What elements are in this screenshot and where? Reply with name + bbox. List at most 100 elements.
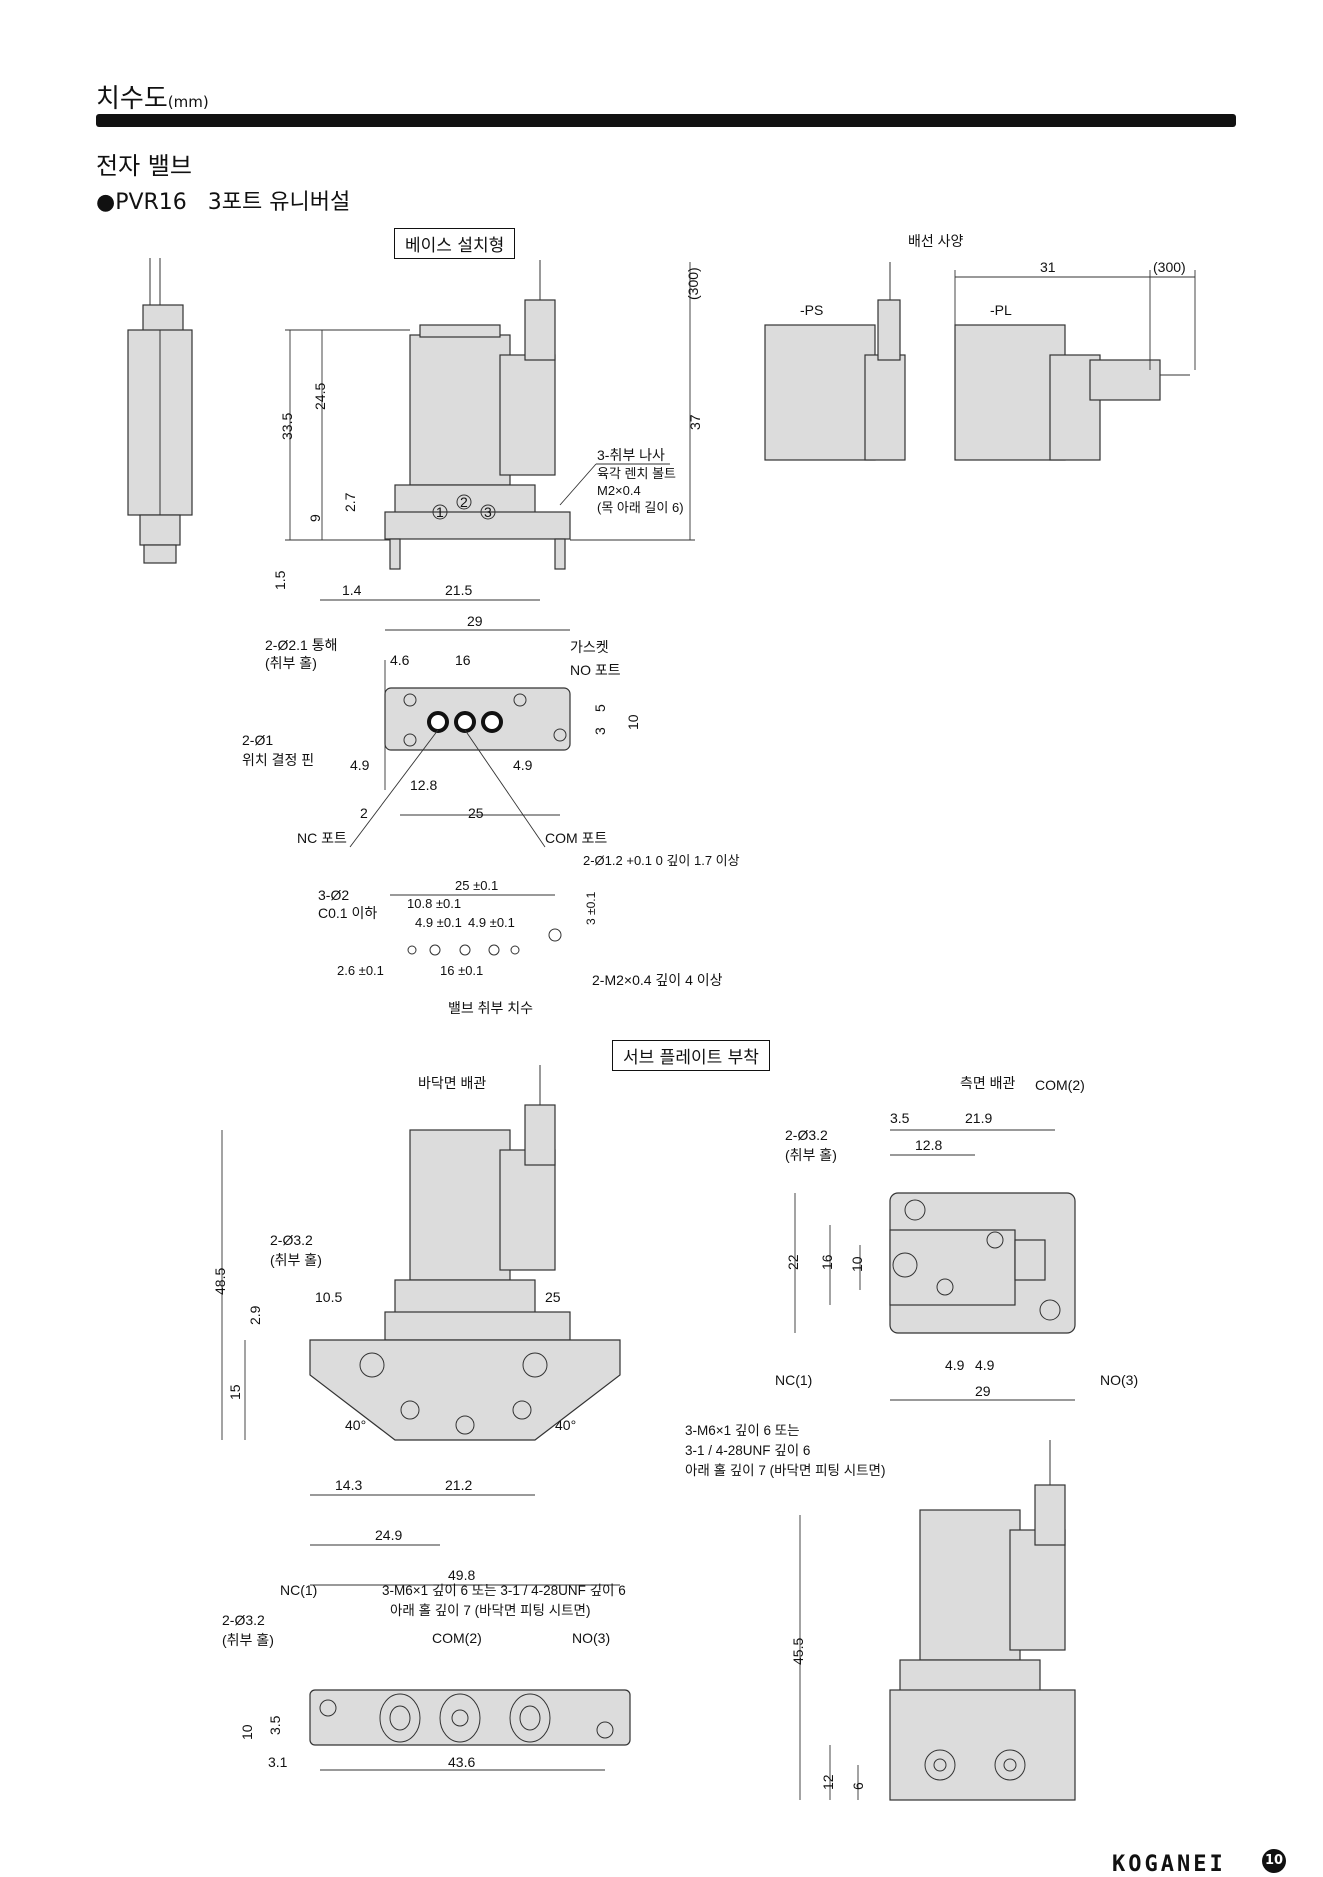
side-phi32-desc: (취부 홀) [785, 1147, 837, 1163]
side-piping-front-view [799, 1440, 1076, 1801]
mounting-screw-desc2: M2×0.4 [597, 483, 641, 498]
dim-4-9-left: 4.9 [350, 757, 370, 773]
plan-no3-label: NO(3) [572, 1630, 610, 1646]
bottom-phi32-desc: (취부 홀) [270, 1252, 322, 1268]
side-phi32-label: 2-Ø3.2 [785, 1127, 828, 1143]
base-mount-front-view: 1 2 3 [285, 260, 695, 631]
tol-4-9-a: 4.9 ±0.1 [415, 915, 462, 930]
side-piping-label: 측면 배관 [960, 1075, 1016, 1091]
plan-dim-3-1: 3.1 [268, 1754, 288, 1770]
c01-label: C0.1 이하 [318, 905, 377, 921]
pin-desc: 위치 결정 핀 [242, 752, 314, 768]
side-m6-b: 3-1 / 4-28UNF 깊이 6 [685, 1443, 810, 1458]
dim-22: 22 [785, 1254, 801, 1270]
angle-40-left: 40° [345, 1417, 366, 1433]
tol-16: 16 ±0.1 [440, 963, 483, 978]
bottom-phi32-label: 2-Ø3.2 [270, 1232, 313, 1248]
dim-4-9-side-a: 4.9 [945, 1357, 965, 1373]
plan-m6-line2: 아래 홀 깊이 7 (바닥면 피팅 시트면) [390, 1603, 590, 1618]
base-top-view [384, 660, 571, 816]
valve-mount-dims-drawing [390, 894, 562, 956]
port-2-label: 2 [460, 494, 468, 510]
dim-12: 12 [820, 1774, 836, 1790]
title-unit: (mm) [167, 93, 209, 111]
bottom-piping-label: 바닥면 배관 [418, 1075, 486, 1091]
side-piping-top-view [794, 1129, 1076, 1401]
plan-phi32-desc: (취부 홀) [222, 1632, 274, 1648]
page-number: 10 [1262, 1849, 1286, 1873]
side-view-drawing [127, 258, 193, 564]
through-hole-label: 2-Ø2.1 통해 [265, 637, 337, 653]
dim-10-top: 10 [625, 714, 641, 730]
dim-25-top: 25 [468, 805, 484, 821]
model-name: ●PVR16 [96, 190, 187, 215]
tol-3: 3 ±0.1 [584, 891, 598, 925]
dim-3-5-side: 3.5 [890, 1110, 910, 1126]
title-text: 치수도 [96, 84, 168, 114]
dim-48-5: 48.5 [212, 1268, 228, 1295]
dim-37: 37 [687, 414, 703, 430]
dim-6: 6 [850, 1782, 866, 1790]
dim-31: 31 [1040, 259, 1056, 275]
dim-45-5: 45.5 [790, 1638, 806, 1665]
dim-300-top: (300) [685, 267, 701, 300]
dim-25-sub: 25 [545, 1289, 561, 1305]
three-phi2-label: 3-Ø2 [318, 887, 349, 903]
dim-4-9-right: 4.9 [513, 757, 533, 773]
dim-29: 29 [467, 613, 483, 629]
dim-1-4: 1.4 [342, 582, 362, 598]
m2-depth-label: 2-M2×0.4 깊이 4 이상 [592, 972, 723, 988]
dim-3: 3 [592, 727, 608, 735]
plan-phi32-label: 2-Ø3.2 [222, 1612, 265, 1628]
mounting-screw-label: 3-취부 나사 [597, 447, 665, 463]
pin-label: 2-Ø1 [242, 732, 273, 748]
dim-24-9: 24.9 [375, 1527, 402, 1543]
dim-10-5: 10.5 [315, 1289, 342, 1305]
dim-33-5: 33.5 [279, 413, 295, 440]
mounting-screw-desc3: (목 아래 길이 6) [597, 500, 684, 515]
nc-port-label: NC 포트 [297, 830, 347, 846]
port-3-label: 3 [484, 504, 492, 520]
dim-10-side: 10 [849, 1256, 865, 1272]
tol-10-8: 10.8 ±0.1 [407, 896, 461, 911]
dim-5: 5 [592, 704, 608, 712]
dim-4-6: 4.6 [390, 652, 410, 668]
dim-2-7: 2.7 [342, 492, 358, 512]
side-nc1-label: NC(1) [775, 1372, 812, 1388]
side-com2-label: COM(2) [1035, 1077, 1085, 1093]
dim-4-9-side-b: 4.9 [975, 1357, 995, 1373]
title-divider-bar [96, 114, 1236, 127]
dim-300-right: (300) [1153, 259, 1186, 275]
tol-25: 25 ±0.1 [455, 878, 498, 893]
side-m6-a: 3-M6×1 깊이 6 또는 [685, 1423, 800, 1438]
tol-2-6: 2.6 ±0.1 [337, 963, 384, 978]
dim-12-8-top: 12.8 [410, 777, 437, 793]
dim-9: 9 [307, 514, 323, 522]
section-heading: 전자 밸브 [96, 152, 192, 180]
mounting-screw-desc1: 육각 렌치 볼트 [597, 466, 676, 481]
page-title: 치수도(mm) [96, 78, 209, 115]
dim-12-8-side: 12.8 [915, 1137, 942, 1153]
dim-16-top: 16 [455, 652, 471, 668]
dim-24-5: 24.5 [312, 383, 328, 410]
model-heading: ●PVR16 3포트 유니버설 [96, 184, 350, 216]
dim-21-2: 21.2 [445, 1477, 472, 1493]
hole-depth-label: 2-Ø1.2 +0.1 0 깊이 1.7 이상 [583, 853, 740, 868]
subplate-plan-view [309, 1689, 631, 1771]
plan-dim-10: 10 [239, 1724, 255, 1740]
dim-21-9: 21.9 [965, 1110, 992, 1126]
dim-15: 15 [227, 1384, 243, 1400]
dim-2: 2 [360, 805, 368, 821]
wiring-spec-label: 배선 사양 [908, 233, 964, 249]
wiring-spec-views [764, 262, 1196, 461]
dim-1-5: 1.5 [272, 570, 288, 590]
base-mount-label: 베이스 설치형 [394, 228, 516, 259]
plan-dim-43-6: 43.6 [448, 1754, 475, 1770]
dim-14-3: 14.3 [335, 1477, 362, 1493]
dim-29-side: 29 [975, 1383, 991, 1399]
com-port-label: COM 포트 [545, 830, 607, 846]
side-no3-label: NO(3) [1100, 1372, 1138, 1388]
pl-label: -PL [990, 302, 1012, 318]
plan-m6-line: 3-M6×1 깊이 6 또는 3-1 / 4-28UNF 깊이 6 [382, 1583, 626, 1598]
